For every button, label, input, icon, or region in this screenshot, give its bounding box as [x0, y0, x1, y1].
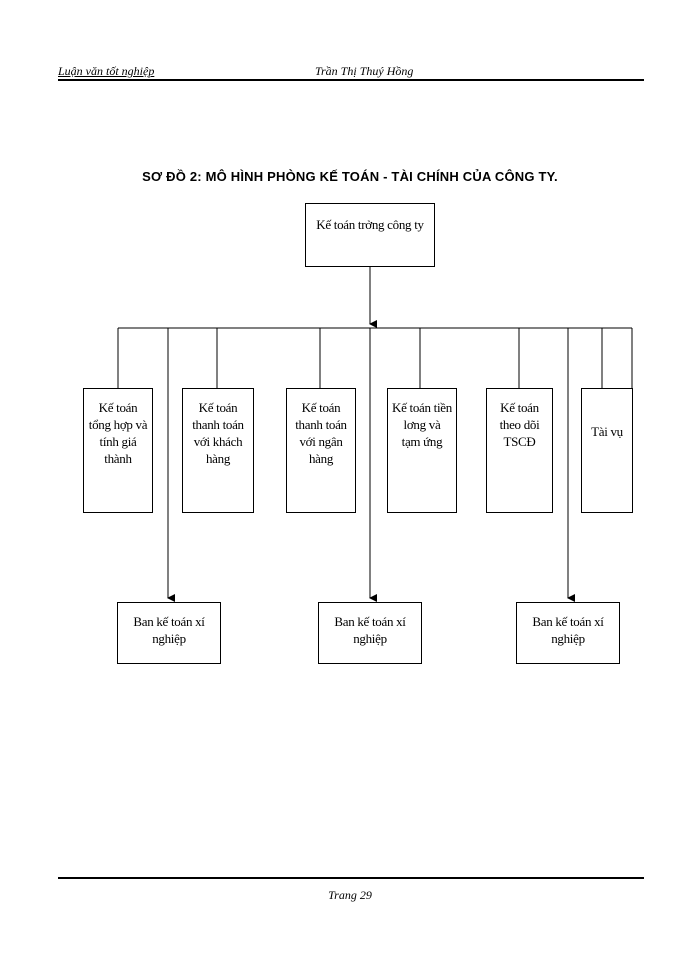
page-number: Trang 29: [328, 888, 372, 902]
box-branch-3: Ban kế toán xí nghiệp: [516, 602, 620, 664]
diagram-title: SƠ ĐỒ 2: MÔ HÌNH PHÒNG KẾ TOÁN - TÀI CHÍ…: [142, 169, 558, 184]
box-dept-salary-advance: Kế toán tiền lơng và tạm ứng: [387, 388, 457, 513]
header-author: Trần Thị Thuý Hồng: [315, 64, 414, 78]
header-left-text: Luận văn tốt nghiệp: [58, 64, 155, 78]
box-dept-customer-payment: Kế toán thanh toán với khách hàng: [182, 388, 254, 513]
box-dept-general-accounting: Kế toán tổng hợp và tính giá thành: [83, 388, 153, 513]
footer-rule: [58, 877, 644, 879]
box-branch-1: Ban kế toán xí nghiệp: [117, 602, 221, 664]
box-dept-bank-payment: Kế toán thanh toán với ngân hàng: [286, 388, 356, 513]
box-dept-fixed-assets: Kế toán theo dõi TSCĐ: [486, 388, 553, 513]
box-chief-accountant: Kế toán trởng công ty: [305, 203, 435, 267]
box-branch-2: Ban kế toán xí nghiệp: [318, 602, 422, 664]
box-dept-finance: Tài vụ: [581, 388, 633, 513]
header-rule: [58, 79, 644, 81]
